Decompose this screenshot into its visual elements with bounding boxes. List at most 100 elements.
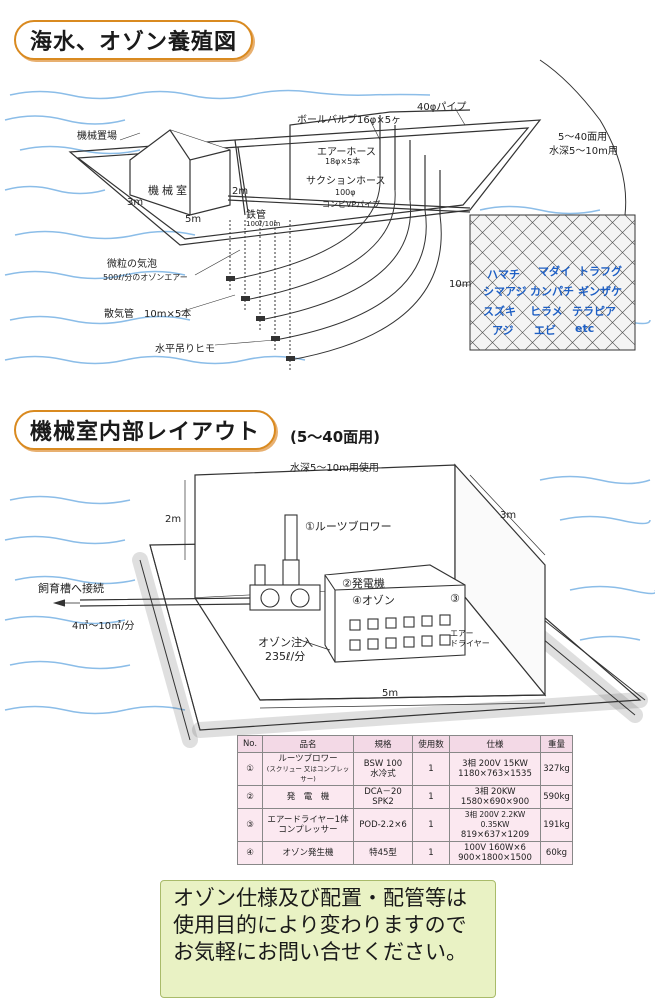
section1-title: 海水、オゾン養殖図	[14, 20, 254, 60]
cell-detail-line2: 1180×763×1535	[458, 769, 532, 779]
label-suction-size: 100φ	[335, 188, 356, 197]
th-no: No.	[237, 735, 263, 753]
cell-qty: 1	[412, 841, 450, 865]
pipes	[227, 109, 471, 215]
label-dim-5m: 5m	[185, 214, 202, 225]
label-pipe40: 40φパイプ	[417, 102, 467, 113]
table-header-row: No. 品名 規格 使用数 仕様 重量	[237, 735, 573, 753]
label-air-dryer1: エアー	[450, 629, 474, 638]
roots-blower	[249, 514, 321, 611]
fish-hirame: ヒラメ	[530, 305, 563, 318]
label-suction-hose: サクションホース	[306, 176, 386, 187]
cell-no: ②	[237, 785, 263, 809]
fish-etc: etc	[575, 322, 595, 335]
label-diffuser: 散気管 10m×5本	[104, 309, 192, 320]
fish-torafugu: トラフグ	[578, 265, 622, 278]
cell-qty: 1	[412, 785, 450, 809]
cell-spec-line1: DCA－20	[364, 787, 402, 797]
cell-name-line2: コンプレッサー	[278, 825, 338, 835]
label-hanging-rope: 水平吊りヒモ	[155, 344, 215, 355]
label-ozone-inject2: 235ℓ/分	[265, 650, 306, 663]
cell-spec: POD-2.2×6	[353, 808, 413, 842]
cell-spec-line1: BSW 100	[363, 759, 403, 769]
cell-name: オゾン発生機	[262, 841, 354, 865]
label-ozone-inject1: オゾン注入	[258, 636, 313, 649]
cell-detail-line2: 900×1800×1500	[458, 853, 532, 863]
th-qty: 使用数	[412, 735, 450, 753]
label-ozone-air: 500ℓ/分のオゾンエアー	[103, 273, 188, 282]
th-name: 品名	[262, 735, 354, 753]
label-generator: ②発電機	[342, 577, 385, 590]
label-depth-10m: 10m	[449, 279, 472, 290]
label-ozone: ④オゾン	[352, 594, 395, 607]
label-air-hose-spec: 18φ×5本	[325, 157, 361, 166]
cell-name-line1: ルーツブロワー	[278, 754, 338, 764]
fish-ebi: エビ	[534, 324, 556, 337]
fish-suzuki: スズキ	[483, 305, 516, 318]
cell-no: ④	[237, 841, 263, 865]
label-area-note2: 水深5～10m用	[549, 146, 618, 157]
label-to-tank: 飼育槽へ接続	[38, 582, 104, 595]
cell-spec-line1: 特45型	[369, 848, 397, 858]
section2-subtitle: (5～40面用)	[290, 428, 381, 446]
contact-note: オゾン仕様及び配置・配管等は使用目的により変わりますのでお気軽にお問い合せくださ…	[160, 880, 496, 998]
fish-hamachi: ハマチ	[487, 268, 520, 281]
label-flow: 4㎥～10㎥/分	[72, 621, 135, 632]
table-row: ③ エアードライヤー1体コンプレッサー POD-2.2×6 1 3相 200V …	[237, 808, 573, 842]
cell-qty: 1	[412, 752, 450, 786]
cell-spec-line1: POD-2.2×6	[359, 820, 407, 830]
th-detail: 仕様	[449, 735, 541, 753]
cell-name: ルーツブロワー(スクリュー 又はコンプレッサー)	[262, 752, 354, 786]
section2-title: 機械室内部レイアウト	[14, 410, 277, 450]
machine-room	[129, 129, 231, 216]
label-air-dryer2: ドライヤー	[450, 639, 490, 648]
label-dim-2m: 2m	[232, 186, 249, 197]
label-steel-pipe-size: 100ℓ/10m	[246, 220, 281, 228]
cell-no: ③	[237, 808, 263, 842]
label-s2-dim-5m: 5m	[382, 688, 399, 699]
th-spec: 規格	[353, 735, 413, 753]
tank-pipe	[52, 597, 331, 651]
label-s2-dim-2m: 2m	[165, 514, 182, 525]
label-num3: ③	[450, 592, 460, 605]
cell-detail-line2: 819×637×1209	[460, 830, 530, 840]
label-area-note1: 5～40面用	[558, 132, 608, 143]
cell-detail-line1: 3相 200V 15KW	[462, 759, 528, 769]
air-hoses	[229, 174, 442, 370]
fish-terapia: テラピア	[572, 305, 616, 318]
cell-detail-line1: 3相 20KW	[474, 787, 516, 797]
equipment-block	[324, 564, 466, 663]
cell-weight: 327kg	[540, 752, 573, 786]
label-roots-blower: ①ルーツブロワー	[305, 520, 392, 533]
label-air-hose: エアーホース	[317, 147, 376, 158]
fish-ginzake: ギンザケ	[578, 285, 622, 298]
label-depth-use: 水深5～10m用使用	[290, 463, 379, 474]
label-s2-dim-3m: 3m	[500, 510, 517, 521]
label-ball-valve: ボールバルブ16φ×5ヶ	[297, 115, 402, 126]
label-vp-pipe: コンビVPパイプ	[322, 200, 381, 209]
fish-aji: アジ	[492, 324, 514, 337]
cell-name: 発 電 機	[262, 785, 354, 809]
cell-spec: 特45型	[353, 841, 413, 865]
cell-name-line1: オゾン発生機	[282, 848, 334, 858]
net-area	[469, 214, 636, 351]
cell-qty: 1	[412, 808, 450, 842]
th-weight: 重量	[540, 735, 573, 753]
diffuser-ends	[226, 276, 295, 361]
cell-weight: 590kg	[540, 785, 573, 809]
cell-spec-line2: 水冷式	[370, 769, 396, 779]
cell-weight: 60kg	[540, 841, 573, 865]
label-machine-room: 機械室	[148, 184, 190, 197]
label-steel-pipe: 鉄管	[246, 210, 266, 221]
label-dim-3m: 3m	[127, 197, 144, 208]
fish-kanpachi: カンパチ	[530, 285, 574, 298]
cell-no: ①	[237, 752, 263, 786]
